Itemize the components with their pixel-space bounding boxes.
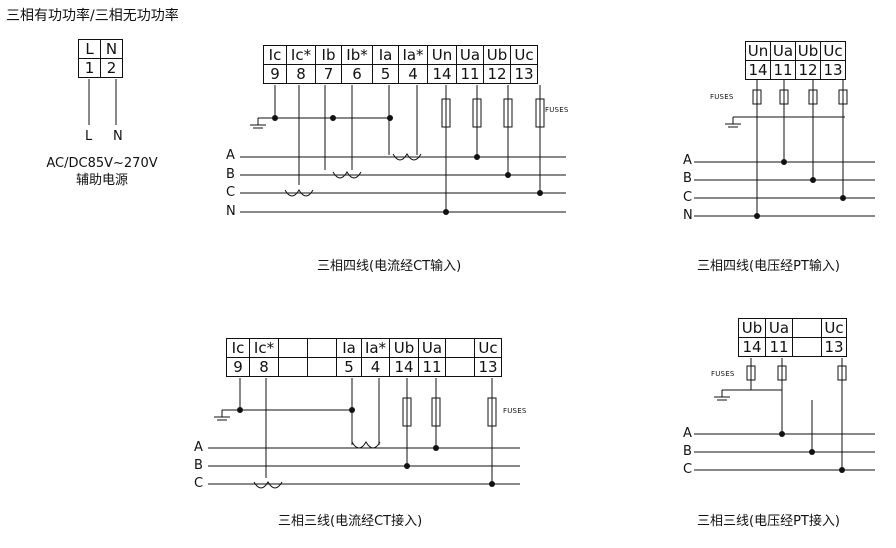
power-rating: AC/DC85V~270V: [46, 156, 158, 171]
phase-label-a: A: [683, 153, 692, 168]
terminal-label: Ua: [770, 41, 796, 61]
phase-label-c: C: [226, 185, 236, 200]
terminal-label: Uc: [510, 45, 538, 65]
terminal-number: 13: [821, 337, 847, 357]
phase-label-a: A: [226, 148, 235, 163]
phase-label-b: B: [194, 458, 203, 473]
ct4-terminal-block: Ic Ic* Ib Ib* Ia Ia* Un Ua Ub Uc 9 8 7 6…: [263, 45, 538, 84]
fuses-label: FUSES: [711, 370, 735, 378]
phase-label-a: A: [194, 440, 203, 455]
fuses-label: FUSES: [545, 106, 569, 114]
terminal-label: Ua: [765, 318, 793, 338]
phase-label-n: N: [683, 208, 693, 223]
terminal-number: 14: [389, 357, 419, 377]
terminal-number: 11: [456, 64, 484, 84]
ct3-caption: 三相三线(电流经CT接入): [278, 514, 423, 529]
terminal-label: N: [100, 39, 123, 59]
fuses-label: FUSES: [710, 93, 734, 101]
terminal-label: Ia*: [398, 45, 428, 65]
terminal-label: Ub: [738, 318, 766, 338]
terminal-number: 14: [427, 64, 457, 84]
phase-label-b: B: [683, 444, 692, 459]
terminal-label: Ic: [226, 338, 250, 358]
power-terminal-block: L N 1 2: [78, 39, 123, 78]
power-desc: 辅助电源: [75, 173, 128, 188]
terminal-number: 6: [341, 64, 373, 84]
terminal-number: 2: [100, 58, 123, 78]
terminal-label: Ub: [795, 41, 821, 61]
terminal-number: 11: [765, 337, 793, 357]
pt3-terminal-block: Ub Ua Uc 14 11 13: [738, 318, 847, 357]
pt4-terminal-block: Un Ua Ub Uc 14 11 12 13: [745, 41, 846, 80]
phase-label-c: C: [194, 476, 204, 491]
ct3-terminal-block: Ic Ic* Ia Ia* Ub Ua Uc 9 8 5 4 14 11 13: [226, 338, 502, 377]
ct4-caption: 三相四线(电流经CT输入): [317, 259, 462, 274]
terminal-number: 13: [820, 60, 846, 80]
phase-label-c: C: [683, 190, 693, 205]
phase-label-b: B: [683, 171, 692, 186]
pt3-caption: 三相三线(电压经PT接入): [697, 514, 840, 529]
terminal-number: 13: [474, 357, 502, 377]
terminal-number: 11: [418, 357, 446, 377]
page-title: 三相有功功率/三相无功功率: [6, 8, 179, 24]
terminal-label: Ic: [263, 45, 287, 65]
terminal-number: 8: [286, 64, 316, 84]
terminal-label: Uc: [821, 318, 847, 338]
terminal-label: Ub: [483, 45, 511, 65]
line-label-n: N: [113, 129, 123, 144]
line-label-l: L: [85, 129, 93, 144]
fuses-label: FUSES: [503, 407, 527, 415]
terminal-number: 12: [795, 60, 821, 80]
terminal-number: 13: [510, 64, 538, 84]
pt4-caption: 三相四线(电压经PT输入): [697, 259, 840, 274]
phase-label-n: N: [226, 204, 236, 219]
phase-label-a: A: [683, 426, 692, 441]
terminal-label: Ia: [372, 45, 399, 65]
phase-label-b: B: [226, 167, 235, 182]
phase-label-c: C: [683, 462, 693, 477]
terminal-label: Ua: [418, 338, 446, 358]
terminal-number: 8: [249, 357, 279, 377]
power-supply-text: AC/DC85V~270V 辅助电源: [32, 155, 172, 189]
